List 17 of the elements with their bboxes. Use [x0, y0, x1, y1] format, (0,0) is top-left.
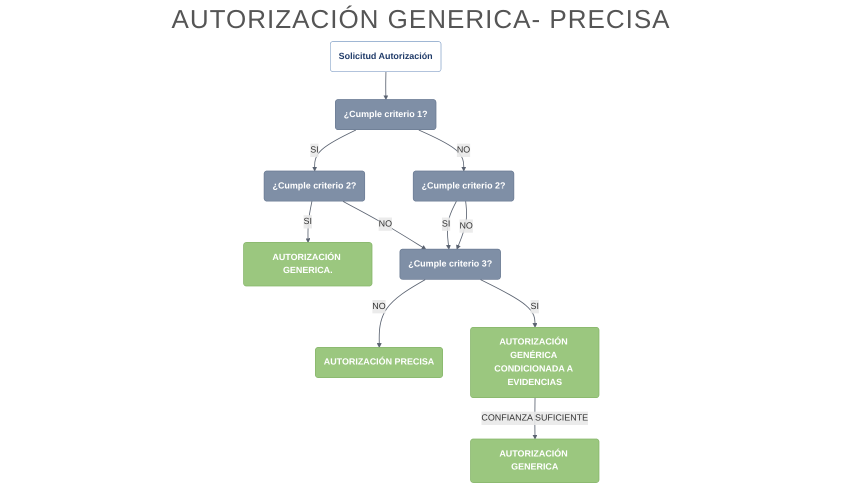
arrow	[418, 130, 466, 172]
edge-label: SI	[303, 216, 312, 226]
edge-label: CONFIANZA SUFICIENTE	[481, 413, 588, 423]
edge-label: NO	[459, 221, 473, 231]
edge-label: NO	[378, 219, 392, 229]
edge-label: NO	[456, 145, 470, 155]
arrow	[376, 279, 426, 348]
arrow	[480, 279, 538, 328]
arrow	[383, 71, 388, 100]
arrow	[312, 130, 356, 172]
edge-label: NO	[372, 302, 386, 312]
arrow	[446, 201, 456, 250]
arrow	[342, 201, 426, 250]
edge-label: SI	[530, 302, 539, 312]
edge-label: SI	[310, 145, 318, 155]
edge-label: SI	[442, 219, 450, 229]
title: AUTORIZACIÓN GENERICA- PRECISA	[170, 4, 672, 35]
